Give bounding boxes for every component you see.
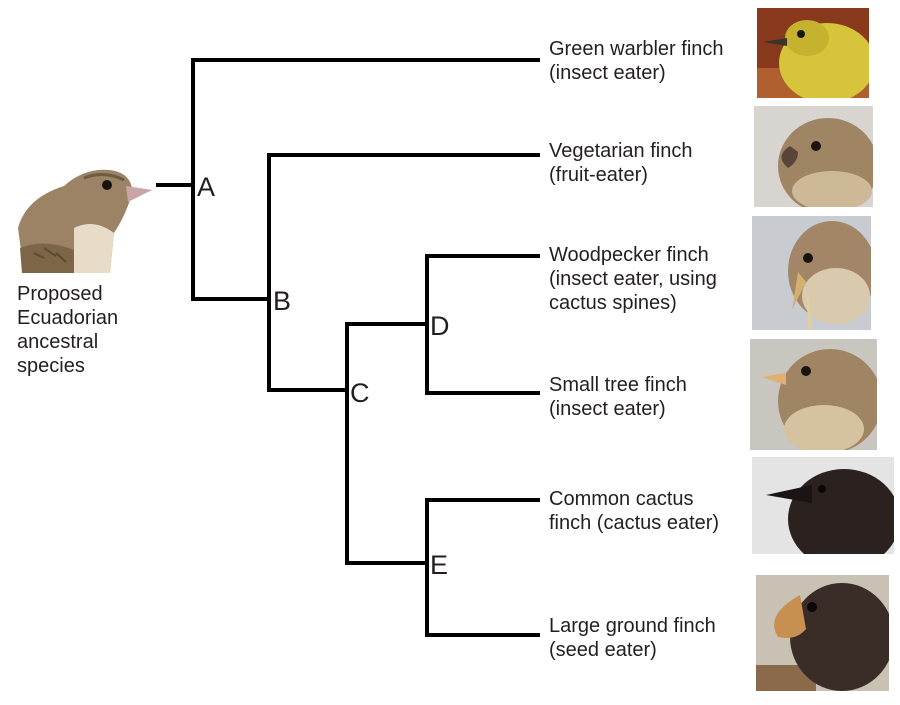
species-name: Woodpecker finch: [549, 244, 709, 266]
ancestor-label-line: species: [17, 355, 85, 377]
node-label-d: D: [430, 311, 450, 341]
ancestor-label-line: ancestral: [17, 331, 99, 353]
species-label-woodpecker: Woodpecker finch (insect eater, using ca…: [549, 243, 717, 315]
species-diet: (insect eater): [549, 398, 666, 420]
small-tree-finch-photo: [750, 339, 877, 450]
species-name: Green warbler finch: [549, 38, 724, 60]
node-label-b: B: [273, 286, 291, 316]
species-name: Common cactus: [549, 488, 694, 510]
ancestor-label-line: Proposed: [17, 283, 103, 305]
species-label-common-cactus: Common cactus finch (cactus eater): [549, 487, 719, 535]
node-label-c: C: [350, 378, 370, 408]
ancestor-label-line: Ecuadorian: [17, 307, 119, 329]
vegetarian-finch-photo: [754, 106, 873, 207]
woodpecker-finch-photo: [752, 216, 871, 330]
node-label-e: E: [430, 550, 448, 580]
species-diet: cactus spines): [549, 292, 677, 314]
species-label-green-warbler: Green warbler finch (insect eater): [549, 37, 724, 85]
species-diet: (seed eater): [549, 639, 657, 661]
species-diet: (insect eater): [549, 62, 666, 84]
species-name: Vegetarian finch: [549, 140, 693, 162]
green-warbler-finch-photo: [757, 8, 869, 98]
species-diet: (insect eater, using: [549, 268, 717, 290]
common-cactus-finch-photo: [752, 457, 894, 554]
species-name: Small tree finch: [549, 374, 687, 396]
node-label-a: A: [197, 172, 215, 202]
ancestor-label: Proposed Ecuadorian ancestral species: [17, 282, 118, 378]
large-ground-finch-photo: [756, 575, 889, 691]
species-diet: finch (cactus eater): [549, 512, 720, 534]
species-label-large-ground: Large ground finch (seed eater): [549, 614, 716, 662]
ancestor-bird-image: [18, 169, 152, 273]
species-name: Large ground finch: [549, 615, 716, 637]
species-label-small-tree: Small tree finch (insect eater): [549, 373, 687, 421]
species-diet: (fruit-eater): [549, 164, 648, 186]
species-label-vegetarian: Vegetarian finch (fruit-eater): [549, 139, 692, 187]
